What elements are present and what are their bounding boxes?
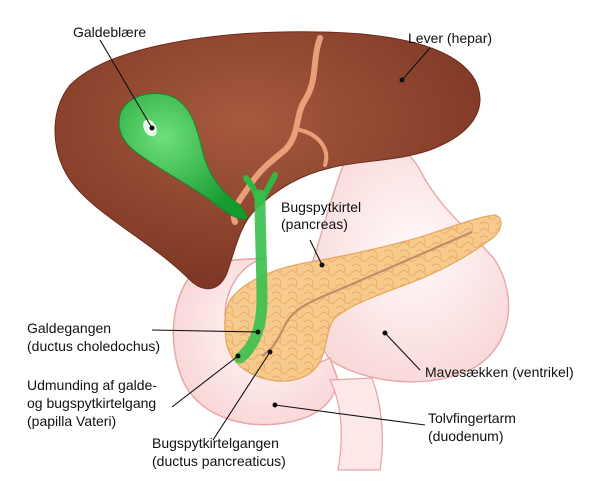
label-pancreatic-duct-line1: Bugspytkirtelgangen <box>152 435 279 451</box>
label-papilla-line2: og bugspytkirtelgang <box>27 395 156 411</box>
label-liver: Lever (hepar) <box>408 30 492 46</box>
label-stomach: Mavesækken (ventrikel) <box>425 364 574 380</box>
common-bile-duct-shape <box>234 189 268 364</box>
label-bile-duct-line1: Galdegangen <box>27 320 111 336</box>
label-pancreatic-duct-line2: (ductus pancreaticus) <box>152 453 286 469</box>
leaders <box>99 39 431 441</box>
pancreas-shape <box>224 214 502 382</box>
label-bile-duct-line2: (ductus choledochus) <box>27 338 160 354</box>
label-bile-duct: Galdegangen (ductus choledochus) <box>27 320 160 354</box>
label-pancreatic-duct: Bugspytkirtelgangen (ductus pancreaticus… <box>152 435 286 469</box>
pancreatic-duct-shape <box>261 230 473 357</box>
label-papilla-line3: (papilla Vateri) <box>27 413 116 429</box>
liver-vessel-2 <box>298 128 329 167</box>
label-gallbladder: Galdeblære <box>73 24 146 40</box>
label-papilla-line1: Udmunding af galde- <box>27 377 157 393</box>
duodenum-tail <box>328 377 384 471</box>
label-pancreas-line2: (pancreas) <box>281 216 348 232</box>
label-pancreas: Bugspytkirtel (pancreas) <box>281 199 365 232</box>
liver-vessel <box>230 35 323 225</box>
label-papilla: Udmunding af galde- og bugspytkirtelgang… <box>27 377 161 429</box>
label-duodenum-line2: (duodenum) <box>428 428 504 444</box>
label-duodenum-line1: Tolvfingertarm <box>428 410 516 426</box>
label-duodenum: Tolvfingertarm (duodenum) <box>428 410 520 444</box>
label-pancreas-line1: Bugspytkirtel <box>281 199 361 215</box>
